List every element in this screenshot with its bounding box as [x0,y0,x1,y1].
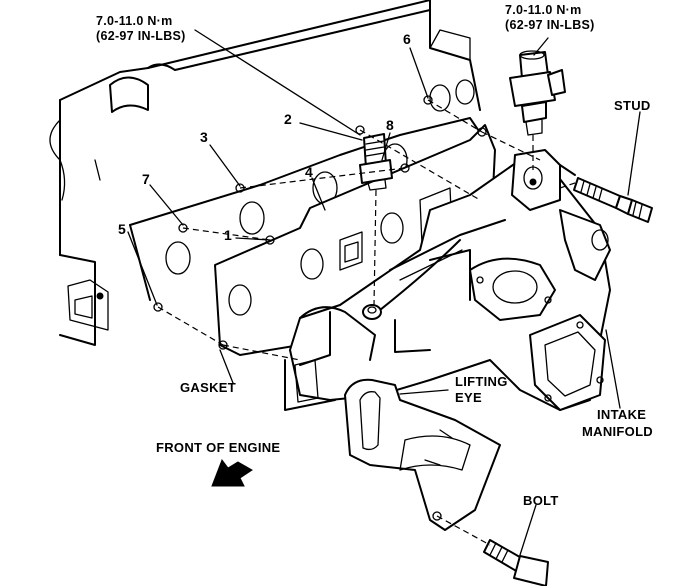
stud-label: STUD [614,98,651,113]
front-of-engine-label: FRONT OF ENGINE [156,440,281,455]
front-arrow [211,458,253,487]
lifting-eye-label-2: EYE [455,390,482,405]
bolt-part [483,539,549,586]
leader-lines [127,29,641,556]
lifting-eye-label-1: LIFTING [455,374,508,389]
callout-2: 2 [284,111,293,127]
stud-part [573,177,653,223]
bolt-label: BOLT [523,493,559,508]
callout-5: 5 [118,221,127,237]
intake-manifold [284,149,611,411]
gasket-label: GASKET [180,380,236,395]
torque-label-left: 7.0-11.0 N·m (62-97 IN-LBS) [96,14,186,44]
torque-label-right: 7.0-11.0 N·m (62-97 IN-LBS) [505,3,595,33]
callout-8: 8 [386,117,395,133]
intake-label-1: INTAKE [597,407,647,422]
fitting-upper-right [509,50,566,136]
torque-right-line1: 7.0-11.0 N·m [505,3,582,17]
torque-left-line2: (62-97 IN-LBS) [96,29,186,43]
intake-label-2: MANIFOLD [582,424,653,439]
cylinder-head [49,0,481,346]
callout-7: 7 [142,171,151,187]
alignment-lines [157,99,579,546]
torque-left-line1: 7.0-11.0 N·m [96,14,173,28]
callout-3: 3 [200,129,209,145]
callout-6: 6 [403,31,412,47]
lifting-eye [344,378,501,531]
callout-4: 4 [305,164,314,180]
callout-1: 1 [224,227,233,243]
torque-right-line2: (62-97 IN-LBS) [505,18,595,32]
